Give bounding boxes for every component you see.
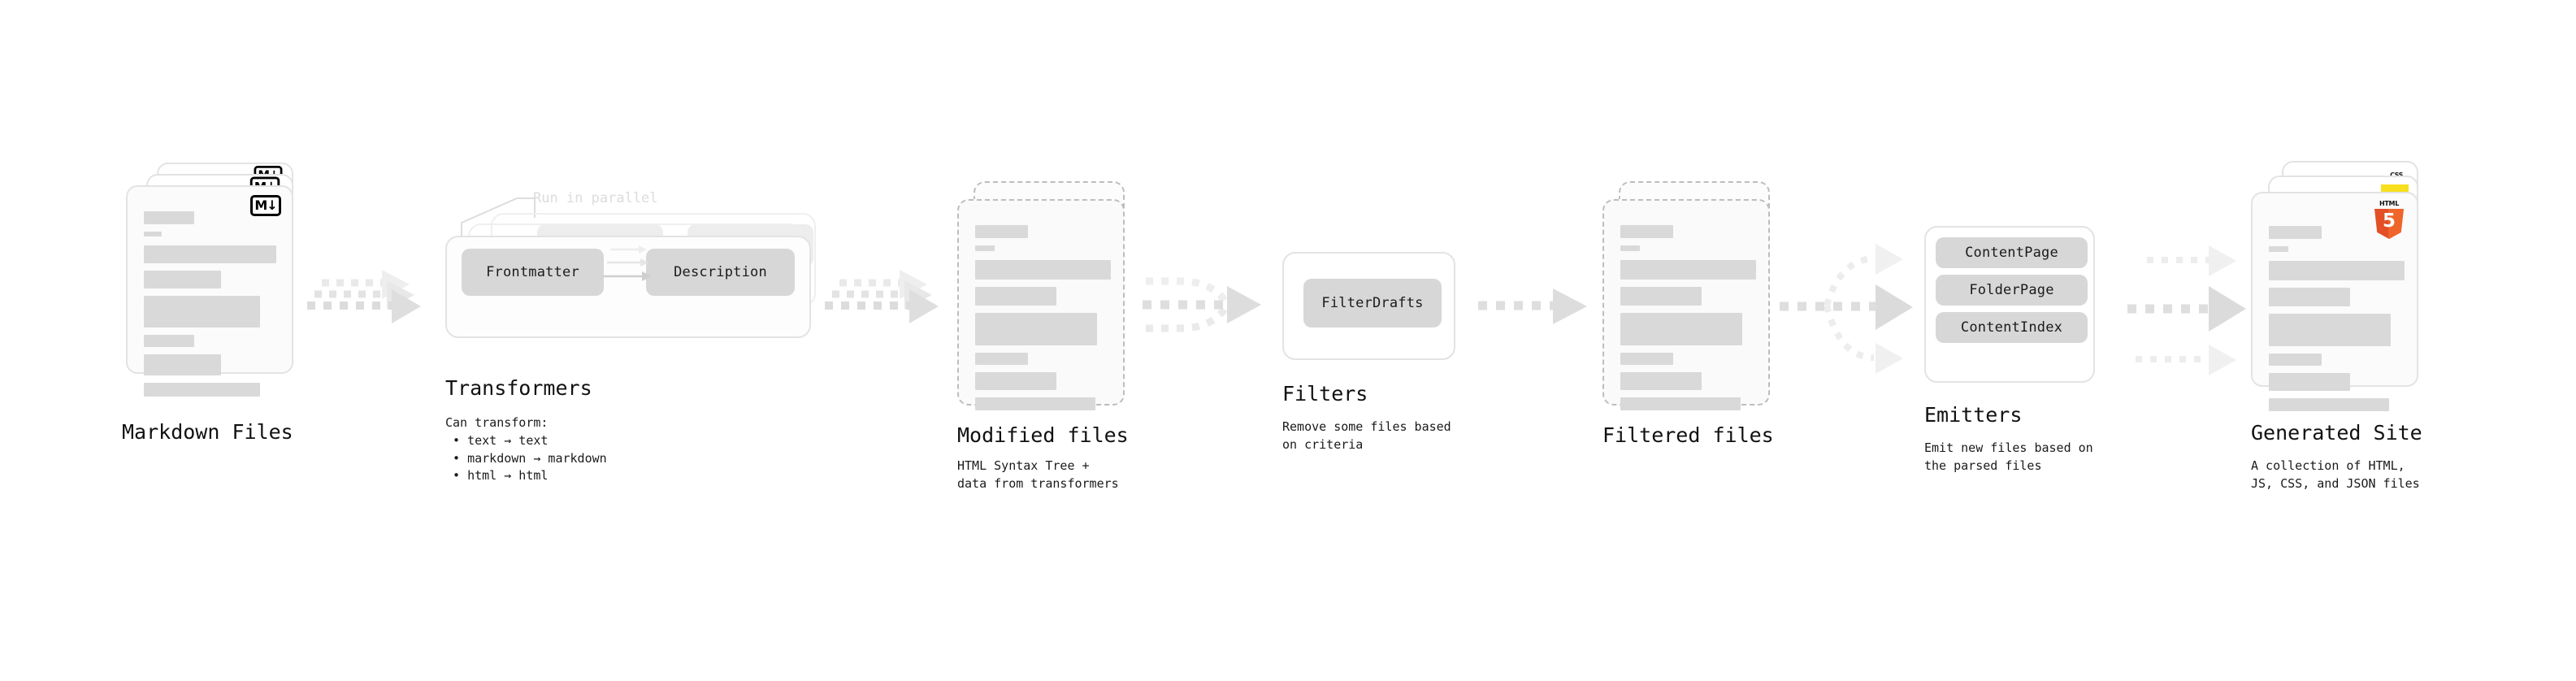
emitter-chip-folderpage-label: FolderPage bbox=[1969, 282, 2054, 298]
transformer-chip-description-label: Description bbox=[674, 264, 767, 280]
doc-bar bbox=[975, 245, 995, 251]
modified-doc-front bbox=[957, 199, 1125, 410]
arrow-filters-to-filtered bbox=[1478, 288, 1587, 324]
stage-subtitle-modified-files: HTML Syntax Tree + data from transformer… bbox=[957, 458, 1119, 491]
doc-bar bbox=[975, 313, 1097, 345]
doc-bar bbox=[1620, 260, 1756, 280]
generated-doc-front-html: HTML 5 bbox=[2251, 192, 2418, 411]
emitters-box: ContentPage FolderPage ContentIndex bbox=[1924, 226, 2095, 383]
stage-title-emitters: Emitters bbox=[1924, 403, 2023, 427]
filters-box: FilterDrafts bbox=[1282, 252, 1455, 360]
stage-title-generated-site: Generated Site bbox=[2251, 421, 2422, 445]
html5-badge-number: 5 bbox=[2382, 210, 2396, 232]
transformer-inner-arrows bbox=[603, 245, 652, 281]
doc-bar bbox=[1620, 397, 1741, 410]
stage-filters: FilterDrafts Filters Remove some files b… bbox=[1282, 252, 1455, 452]
doc-bar bbox=[975, 397, 1095, 410]
stage-subtitle-emitters: Emit new files based on the parsed files bbox=[1924, 440, 2093, 473]
doc-bar bbox=[975, 372, 1056, 390]
doc-bar bbox=[144, 271, 221, 288]
filter-chip-filterdrafts[interactable]: FilterDrafts bbox=[1303, 279, 1442, 327]
arrow-modified-to-filters bbox=[1143, 277, 1261, 332]
run-in-parallel-bracket bbox=[461, 197, 536, 239]
stage-filtered-files: Filtered files bbox=[1602, 181, 1774, 447]
doc-bar bbox=[975, 287, 1056, 306]
doc-bar bbox=[2269, 246, 2288, 252]
doc-bar bbox=[975, 225, 1028, 238]
markdown-doc-front: M↓ bbox=[126, 185, 293, 397]
html5-badge: HTML 5 bbox=[2373, 200, 2405, 239]
transformer-chip-frontmatter-label: Frontmatter bbox=[486, 264, 579, 280]
stage-modified-files: Modified files HTML Syntax Tree + data f… bbox=[957, 181, 1129, 491]
doc-bar bbox=[1620, 225, 1673, 238]
modified-file-stack bbox=[957, 181, 1128, 425]
html5-badge-word: HTML bbox=[2379, 200, 2399, 207]
stage-title-filtered-files: Filtered files bbox=[1602, 423, 1774, 447]
doc-bar bbox=[144, 211, 194, 224]
run-in-parallel-label: Run in parallel bbox=[533, 190, 658, 206]
doc-bar bbox=[2269, 398, 2389, 411]
transformers-box: Frontmatter Description bbox=[445, 236, 811, 338]
markdown-doc-bars bbox=[144, 211, 277, 404]
emitter-chip-contentindex-label: ContentIndex bbox=[1960, 319, 2063, 336]
doc-bar bbox=[2269, 354, 2322, 366]
stage-transformers: Run in parallel Frontmatter Description bbox=[445, 190, 827, 483]
stage-emitters: ContentPage FolderPage ContentIndex Emit… bbox=[1924, 226, 2095, 473]
arrow-markdown-to-transformers bbox=[307, 270, 421, 323]
transformer-chip-frontmatter[interactable]: Frontmatter bbox=[462, 249, 604, 296]
emitter-chip-contentpage-label: ContentPage bbox=[1965, 245, 2058, 261]
doc-bar bbox=[1620, 287, 1702, 306]
doc-bar bbox=[1620, 372, 1702, 390]
doc-bar bbox=[144, 354, 221, 375]
html5-badge-shield-inner bbox=[2388, 209, 2404, 239]
doc-bar bbox=[975, 353, 1028, 365]
stage-subtitle-transformers: Can transform: • text → text • markdown … bbox=[445, 415, 607, 484]
transformers-box-stack: Frontmatter Description bbox=[445, 193, 827, 338]
doc-bar bbox=[1620, 245, 1640, 251]
markdown-badge: M↓ bbox=[250, 195, 281, 216]
doc-bar bbox=[2269, 373, 2350, 391]
stage-subtitle-filters: Remove some files based on criteria bbox=[1282, 419, 1451, 452]
stage-title-transformers: Transformers bbox=[445, 376, 592, 400]
modified-doc-bars bbox=[975, 225, 1111, 418]
stage-markdown-files: M↓ M↓ M↓ Markdown Files bbox=[122, 163, 301, 444]
doc-bar bbox=[1620, 353, 1673, 365]
doc-bar bbox=[975, 260, 1111, 280]
stage-title-modified-files: Modified files bbox=[957, 423, 1129, 447]
arrow-filtered-to-emitters bbox=[1780, 244, 1913, 374]
doc-bar bbox=[144, 383, 260, 397]
doc-bar bbox=[2269, 261, 2405, 280]
filtered-doc-bars bbox=[1620, 225, 1756, 418]
stage-title-filters: Filters bbox=[1282, 382, 1368, 406]
doc-bar bbox=[2269, 226, 2322, 239]
doc-bar bbox=[144, 335, 194, 347]
generated-doc-bars bbox=[2269, 226, 2405, 419]
stage-title-markdown-files: Markdown Files bbox=[122, 420, 293, 444]
doc-bar bbox=[144, 232, 162, 236]
doc-bar bbox=[144, 245, 276, 263]
arrow-emitters-to-site bbox=[2127, 245, 2246, 375]
stage-subtitle-generated-site: A collection of HTML, JS, CSS, and JSON … bbox=[2251, 458, 2420, 491]
filtered-doc-front bbox=[1602, 199, 1770, 410]
emitter-chip-contentindex[interactable]: ContentIndex bbox=[1936, 312, 2088, 343]
doc-bar bbox=[2269, 314, 2391, 346]
transformer-chip-description[interactable]: Description bbox=[646, 249, 795, 296]
generated-site-file-stack: HTML 5 bbox=[2251, 161, 2426, 421]
doc-bar bbox=[144, 296, 260, 327]
markdown-badge-text: M↓ bbox=[254, 197, 277, 213]
doc-bar bbox=[1620, 313, 1742, 345]
markdown-file-stack: M↓ M↓ M↓ bbox=[126, 163, 301, 423]
doc-bar bbox=[2269, 288, 2350, 306]
emitter-chip-contentpage[interactable]: ContentPage bbox=[1936, 237, 2088, 268]
stage-generated-site: HTML 5 Generated Site A collectio bbox=[2251, 161, 2426, 491]
filtered-file-stack bbox=[1602, 181, 1773, 425]
emitter-chip-folderpage[interactable]: FolderPage bbox=[1936, 275, 2088, 306]
filter-chip-filterdrafts-label: FilterDrafts bbox=[1321, 295, 1424, 311]
arrow-transformers-to-modified bbox=[825, 270, 939, 323]
